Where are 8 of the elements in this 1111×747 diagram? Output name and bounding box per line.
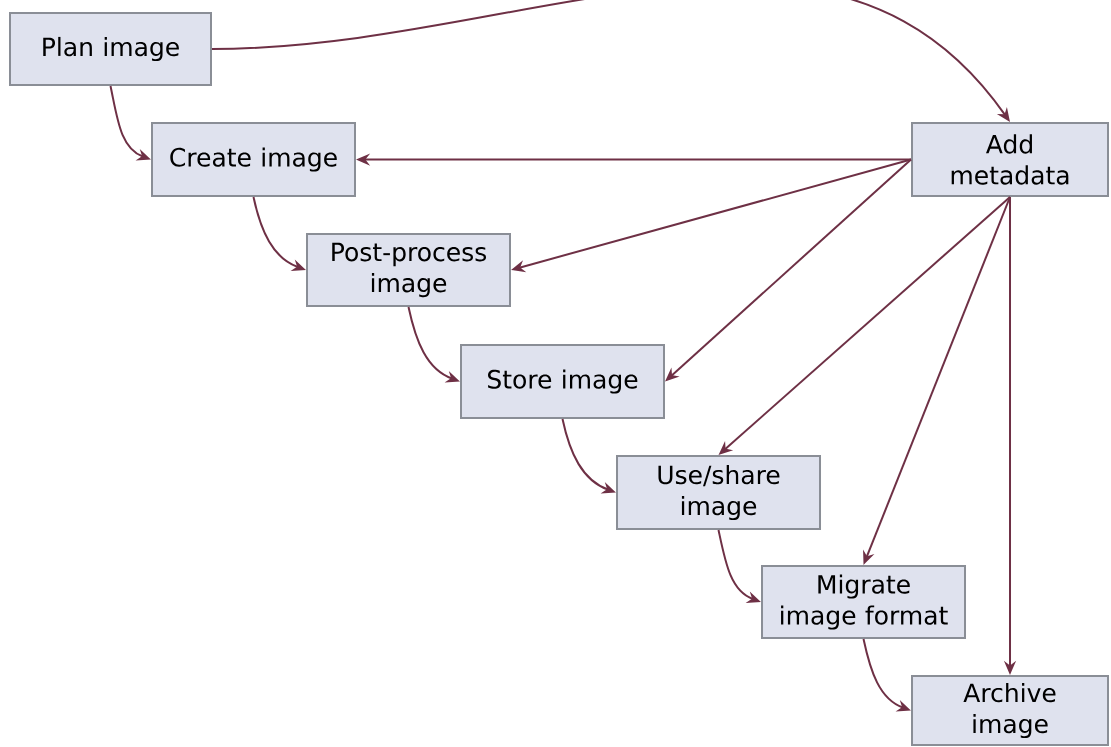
process-box: Add metadata — [911, 122, 1109, 197]
process-box: Plan image — [9, 12, 212, 86]
process-box: Post-process image — [306, 233, 511, 307]
process-box: Use/share image — [616, 455, 821, 530]
process-box: Store image — [460, 344, 665, 419]
process-box: Migrate image format — [761, 565, 966, 639]
process-box: Archive image — [911, 675, 1109, 746]
process-box: Create image — [151, 122, 356, 197]
